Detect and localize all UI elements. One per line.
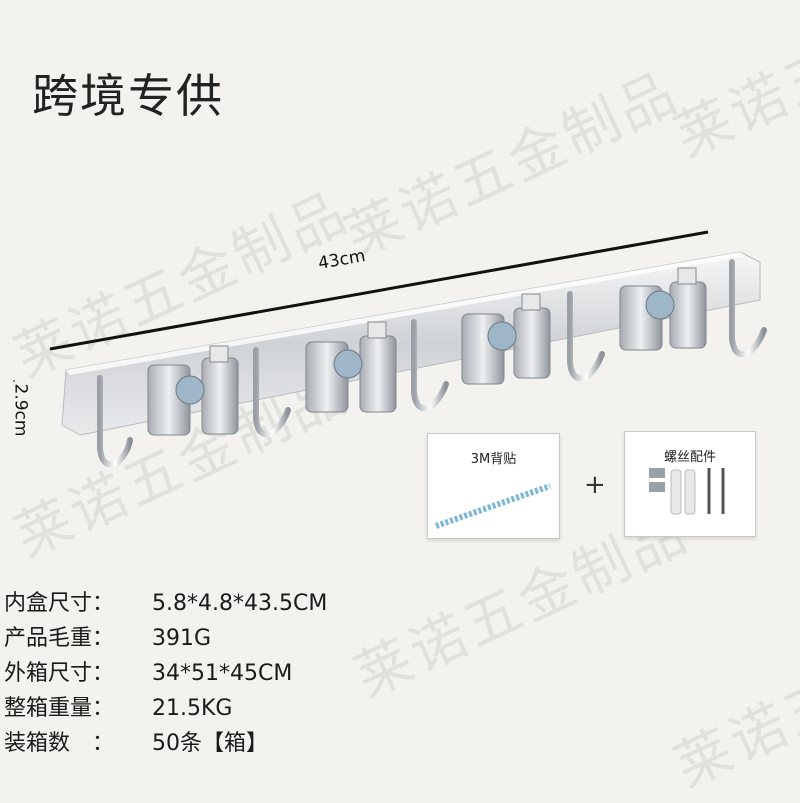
spec-label: 外箱尺寸： xyxy=(4,661,115,686)
spec-label: 整箱重量： xyxy=(4,696,115,721)
screw-kit-box: 螺丝配件 xyxy=(624,431,756,537)
spec-row: 装箱数 ： 50条【箱】 xyxy=(4,726,327,761)
spec-value: 391G xyxy=(152,626,212,651)
spec-row: 内盒尺寸： 5.8*4.8*43.5CM xyxy=(4,586,327,621)
adhesive-box: 3M背贴 xyxy=(427,433,560,539)
spec-value: 34*51*45CM xyxy=(152,661,293,686)
spec-list: 内盒尺寸： 5.8*4.8*43.5CM 产品毛重： 391G 外箱尺寸： 34… xyxy=(4,586,327,761)
spec-label: 产品毛重： xyxy=(4,626,115,651)
spec-label: 内盒尺寸： xyxy=(4,591,115,616)
clip-2 xyxy=(305,321,397,413)
adhesive-strip-image xyxy=(435,483,551,529)
spec-row: 整箱重量： 21.5KG xyxy=(4,691,327,726)
adhesive-label: 3M背贴 xyxy=(470,452,517,467)
clip-3 xyxy=(461,293,551,385)
plus-sign: + xyxy=(584,470,606,500)
spec-value: 50条【箱】 xyxy=(152,731,268,756)
spec-value: 21.5KG xyxy=(152,696,233,721)
spec-row: 产品毛重： 391G xyxy=(4,621,327,656)
clip-1 xyxy=(147,345,239,436)
spec-row: 外箱尺寸： 34*51*45CM xyxy=(4,656,327,691)
clip-4 xyxy=(619,267,707,351)
screws-image xyxy=(649,468,725,515)
screw-kit-label: 螺丝配件 xyxy=(663,450,716,465)
spec-value: 5.8*4.8*43.5CM xyxy=(152,591,328,616)
spec-label: 装箱数 ： xyxy=(4,731,115,756)
page-title: 跨境专供 xyxy=(32,69,224,123)
